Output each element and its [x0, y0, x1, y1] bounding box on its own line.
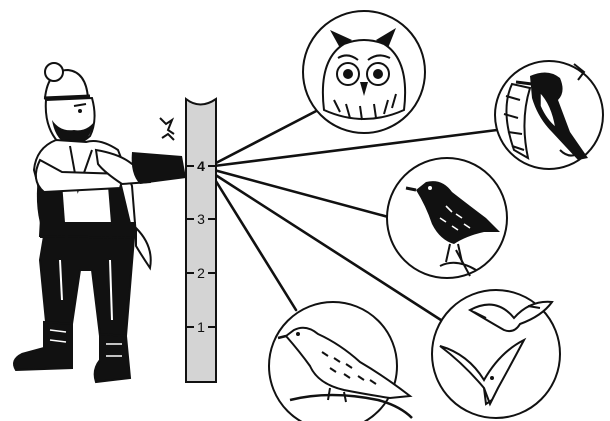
level-4-label: 4	[197, 158, 205, 174]
level-2-label: 2	[197, 265, 205, 281]
connector-starling	[214, 170, 392, 218]
dove-icon	[269, 302, 412, 421]
gull-icon	[432, 290, 560, 418]
woodpecker-icon	[495, 61, 603, 169]
owl-icon	[303, 11, 425, 133]
connector-dove	[214, 178, 296, 310]
level-3-label: 3	[197, 211, 205, 227]
tree-trunk: 4 3 2 1	[186, 99, 216, 382]
lumberjack-with-chainsaw-icon	[14, 63, 186, 382]
starling-icon	[387, 158, 507, 278]
level-1-label: 1	[197, 319, 205, 335]
